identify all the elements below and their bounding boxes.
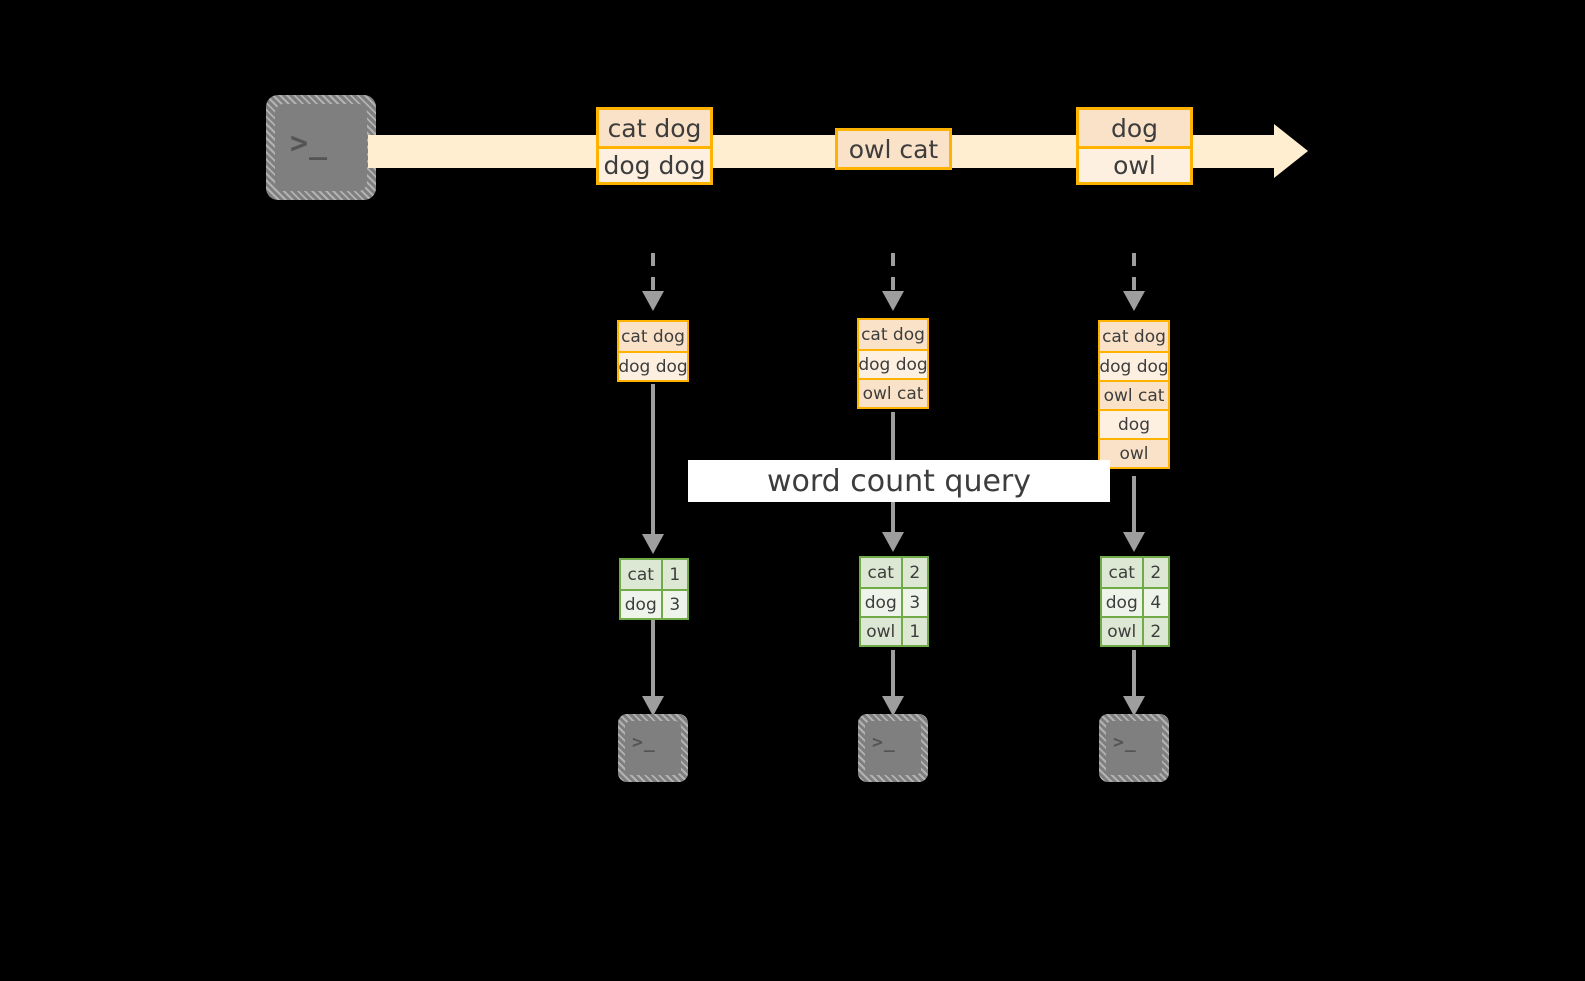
sink-connector-1 [651,620,655,698]
result-table-1: cat 1 dog 3 [619,558,689,620]
result-count: 1 [660,560,687,589]
input-table-3: cat dog dog dog owl cat dog owl [1098,320,1170,469]
query-arrowhead-1 [642,534,664,554]
terminal-screen [275,104,367,191]
input-table-2-row-2: dog dog [858,349,928,378]
result-count: 4 [1141,589,1168,616]
sink-arrowhead-3 [1123,696,1145,716]
input-table-1-row-1: cat dog [619,322,687,351]
terminal-prompt-glyph: >_ [290,126,329,161]
stream-to-table-arrowhead-3 [1123,291,1145,311]
result-word: dog [861,589,901,616]
terminal-prompt-glyph: >_ [632,732,656,753]
sink-terminal-icon-1: >_ [618,714,688,782]
stream-batch-2: owl cat [835,128,952,170]
query-banner: word count query [688,460,1110,502]
stream-to-table-connector-2 [891,253,895,293]
result-word: owl [861,618,901,645]
terminal-prompt-glyph: >_ [1113,732,1137,753]
sink-arrowhead-1 [642,696,664,716]
result-count: 2 [1141,618,1168,645]
query-arrowhead-3 [1123,532,1145,552]
stream-batch-3-line-1: dog [1079,110,1190,146]
input-table-3-row-4: dog [1100,409,1168,438]
result-table-2-row-1: cat 2 [861,558,927,587]
result-count: 3 [660,591,687,618]
result-table-2-row-2: dog 3 [861,587,927,616]
result-table-3: cat 2 dog 4 owl 2 [1100,556,1170,647]
result-table-3-row-3: owl 2 [1102,616,1168,645]
stream-batch-1: cat dog dog dog [596,107,713,185]
result-word: owl [1102,618,1142,645]
source-terminal-icon: >_ [266,95,376,200]
input-table-3-row-1: cat dog [1100,322,1168,351]
sink-connector-3 [1132,650,1136,698]
stream-batch-1-line-2: dog dog [599,146,710,182]
stream-arrow-right-icon [1274,124,1308,178]
query-banner-label: word count query [766,463,1032,499]
sink-terminal-icon-3: >_ [1099,714,1169,782]
result-word: cat [861,558,901,587]
result-table-2-row-3: owl 1 [861,616,927,645]
input-table-3-row-3: owl cat [1100,380,1168,409]
result-table-1-row-1: cat 1 [621,560,687,589]
terminal-screen [1106,721,1162,775]
input-table-1: cat dog dog dog [617,320,689,382]
result-count: 2 [1141,558,1168,587]
result-table-3-row-2: dog 4 [1102,587,1168,616]
result-word: dog [1102,589,1142,616]
terminal-screen [865,721,921,775]
query-arrowhead-2 [882,532,904,552]
stream-to-table-connector-1 [651,253,655,293]
result-count: 1 [900,618,927,645]
stream-batch-3-line-2: owl [1079,146,1190,182]
result-word: dog [621,591,661,618]
sink-terminal-icon-2: >_ [858,714,928,782]
input-table-1-row-2: dog dog [618,351,688,380]
terminal-screen [625,721,681,775]
input-table-2-row-3: owl cat [859,378,927,407]
result-word: cat [621,560,661,589]
input-table-3-row-2: dog dog [1099,351,1169,380]
stream-to-table-connector-3 [1132,253,1136,293]
result-table-1-row-2: dog 3 [621,589,687,618]
input-table-3-row-5: owl [1100,438,1168,467]
result-table-2: cat 2 dog 3 owl 1 [859,556,929,647]
result-count: 3 [900,589,927,616]
sink-connector-2 [891,650,895,698]
sink-arrowhead-2 [882,696,904,716]
terminal-prompt-glyph: >_ [872,732,896,753]
query-connector-1 [651,384,655,536]
stream-batch-3: dog owl [1076,107,1193,185]
stream-batch-2-line-1: owl cat [838,131,949,167]
input-table-2: cat dog dog dog owl cat [857,318,929,409]
result-word: cat [1102,558,1142,587]
result-table-3-row-1: cat 2 [1102,558,1168,587]
stream-batch-1-line-1: cat dog [599,110,710,146]
input-table-2-row-1: cat dog [859,320,927,349]
stream-to-table-arrowhead-1 [642,291,664,311]
stream-to-table-arrowhead-2 [882,291,904,311]
query-connector-3 [1132,476,1136,534]
result-count: 2 [900,558,927,587]
